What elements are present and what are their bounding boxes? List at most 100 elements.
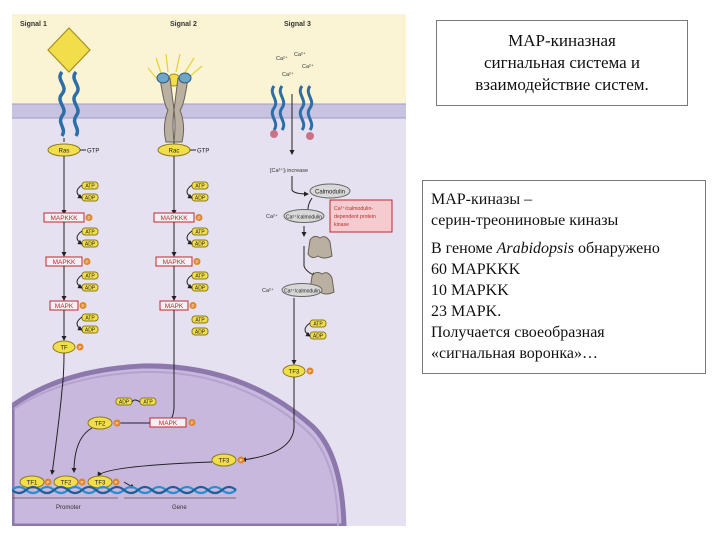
svg-text:ATP: ATP (195, 318, 205, 324)
ras-pathway: Ras GTP ATP ADP MAPKKK P ATP ADP MAPKK P… (43, 138, 99, 475)
svg-text:P: P (197, 216, 200, 221)
ca-ion: Ca²⁺ (294, 51, 306, 58)
svg-text:MAPKK: MAPKK (163, 259, 186, 266)
svg-text:P: P (308, 369, 311, 374)
svg-text:TF2: TF2 (95, 422, 106, 428)
genome-suffix: обнаружено (573, 240, 660, 257)
phosphate (112, 478, 120, 486)
count-mapk: 23 MAPK. (431, 303, 502, 320)
svg-text:TF1: TF1 (27, 481, 38, 487)
svg-text:MAPKK: MAPKK (53, 259, 76, 266)
tf3-protein-nucleus (211, 453, 237, 467)
svg-text:P: P (195, 260, 198, 265)
svg-text:ATP: ATP (195, 274, 205, 280)
svg-text:Ca²⁺: Ca²⁺ (266, 213, 278, 220)
svg-text:Calmodulin: Calmodulin (315, 190, 345, 196)
phosphate (113, 419, 121, 427)
svg-text:MAPK: MAPK (55, 303, 74, 310)
svg-text:P: P (81, 304, 84, 309)
ras-label: Ras (59, 149, 70, 155)
promoter-label: Promoter (56, 505, 81, 511)
phosphate (44, 478, 52, 486)
ca-calmodulin-complex (281, 283, 323, 297)
channel-subunit (306, 132, 314, 140)
receptor-2 (156, 72, 192, 143)
genome-line: В геноме Arabidopsis обнаружено (431, 238, 697, 259)
svg-text:ADP: ADP (195, 330, 206, 336)
info-line-2: серин-треониновые киназы (431, 212, 619, 229)
phosphate (193, 258, 201, 265)
svg-text:TF: TF (60, 346, 68, 352)
genome-prefix: В геноме (431, 240, 497, 257)
phosphate (195, 214, 203, 221)
calcium-pathway: Calmodulin Ca²⁺ Ca²⁺/calmodulin Ca²⁺/cal… (241, 176, 393, 463)
ca-calmodulin-complex (283, 209, 325, 223)
svg-text:ADP: ADP (85, 328, 96, 334)
channel-subunit (270, 130, 278, 138)
nucleus-contents: ADP ATP MAPK P TF2 P TF3 P TF1 P TF2 P T… (12, 397, 245, 511)
ca-ion: Ca²⁺ (302, 63, 314, 70)
signal-3-label: Signal 3 (284, 21, 311, 28)
slide-title: MAP-киназная сигнальная система и взаимо… (436, 20, 688, 106)
phosphate (76, 343, 84, 351)
svg-text:ADP: ADP (85, 286, 96, 292)
phosphate (189, 302, 197, 309)
dna-helix (12, 485, 237, 495)
svg-text:ADP: ADP (195, 242, 206, 248)
svg-text:Ca²⁺/calmodulin: Ca²⁺/calmodulin (286, 215, 322, 221)
phosphate (78, 478, 86, 486)
phosphate (79, 302, 87, 309)
info-panel: MAP-киназы – серин-треониновые киназы В … (422, 180, 706, 374)
signal-1-ligand (47, 27, 91, 73)
svg-text:TF3: TF3 (219, 459, 230, 465)
signal-1-label: Signal 1 (20, 21, 47, 28)
receptor-1 (58, 70, 80, 137)
kinase-shape (307, 235, 333, 259)
gtp-label: GTP (197, 149, 209, 155)
title-line: MAP-киназная (508, 31, 616, 50)
svg-text:P: P (114, 480, 117, 485)
svg-text:MAPK: MAPK (159, 420, 178, 427)
svg-text:TF2: TF2 (61, 481, 72, 487)
gtp-label: GTP (87, 149, 99, 155)
svg-text:Ca²⁺: Ca²⁺ (262, 287, 274, 294)
count-mapkk: 10 MAPKK (431, 282, 509, 299)
svg-text:kinase: kinase (334, 222, 349, 228)
svg-text:P: P (190, 421, 193, 426)
result-line-1: Получается своеобразная (431, 324, 605, 341)
svg-text:dependent protein: dependent protein (334, 214, 376, 220)
svg-text:ADP: ADP (85, 196, 96, 202)
svg-text:TF3: TF3 (289, 370, 300, 376)
gene-label: Gene (172, 505, 187, 511)
svg-text:P: P (80, 480, 83, 485)
calmodulin (309, 183, 351, 199)
svg-text:Ca²⁺/calmodulin: Ca²⁺/calmodulin (284, 289, 320, 295)
svg-text:ATP: ATP (313, 322, 323, 328)
svg-text:ADP: ADP (313, 334, 324, 340)
svg-text:MAPK: MAPK (165, 303, 184, 310)
signal-2-label: Signal 2 (170, 21, 197, 28)
phosphate (237, 456, 245, 464)
svg-text:MAPKKK: MAPKKK (50, 215, 78, 222)
svg-text:ATP: ATP (143, 400, 153, 406)
svg-text:ADP: ADP (195, 286, 206, 292)
phosphate (83, 258, 91, 265)
svg-text:ATP: ATP (85, 230, 95, 236)
ca-calmodulin-kinase-box (329, 199, 393, 233)
svg-text:ADP: ADP (119, 400, 130, 406)
info-line-1: MAP-киназы – (431, 191, 533, 208)
svg-text:ATP: ATP (195, 184, 205, 190)
calcium-channel (270, 85, 314, 131)
svg-text:ATP: ATP (85, 184, 95, 190)
svg-text:MAPKKK: MAPKKK (160, 215, 188, 222)
map-kinase-signaling-diagram: Signal 1 Signal 2 Signal 3 Ca²⁺ Ca²⁺ Ca²… (12, 14, 406, 526)
result-line-2: «сигнальная воронка»… (431, 345, 598, 362)
rac-label: Rac (169, 149, 180, 155)
svg-text:P: P (46, 480, 49, 485)
svg-text:P: P (85, 260, 88, 265)
svg-text:P: P (87, 216, 90, 221)
svg-text:P: P (239, 458, 242, 463)
count-mapkkk: 60 MAPKKK (431, 261, 521, 278)
title-line: сигнальная система и (483, 53, 641, 72)
svg-text:TF3: TF3 (95, 481, 106, 487)
